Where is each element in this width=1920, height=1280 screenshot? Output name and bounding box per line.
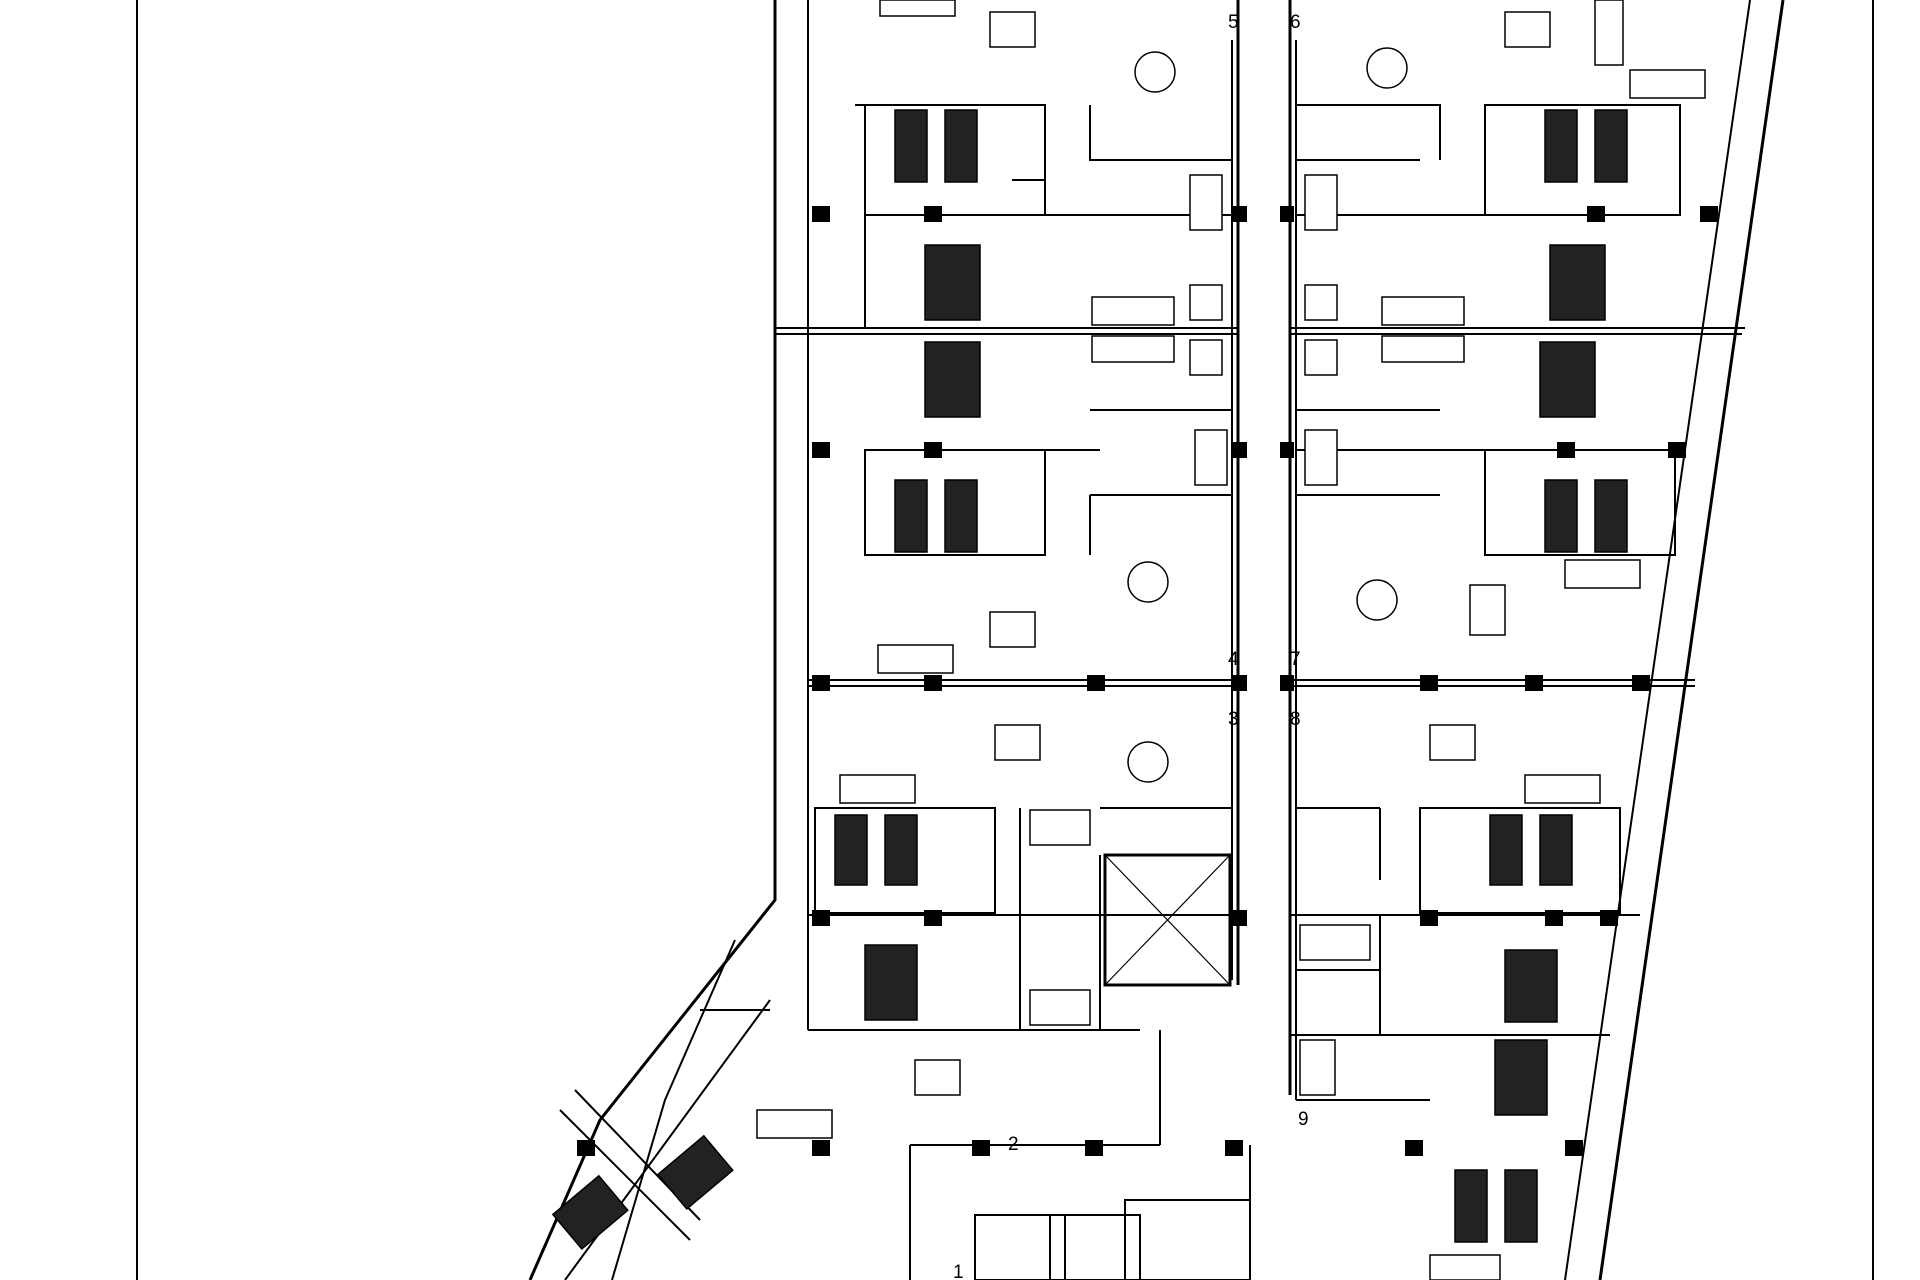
bathroom-fixtures [1029, 174, 1465, 1096]
unit-label-4: 4 [1228, 649, 1239, 670]
interior-walls [559, 104, 1681, 1280]
unit-label-1: 1 [953, 1262, 964, 1280]
bed-furniture [551, 109, 1628, 1250]
unit-labels: 1 2 3 4 5 6 7 8 9 [953, 12, 1309, 1280]
sofa-furniture [756, 0, 1706, 1280]
unit-label-2: 2 [1008, 1134, 1019, 1155]
unit-label-3: 3 [1228, 709, 1239, 730]
unit-label-6: 6 [1290, 12, 1301, 33]
exterior-walls [528, 0, 1785, 1280]
dining-tables [914, 11, 1551, 1096]
sheet-frame [136, 0, 1874, 1280]
unit-divider-walls [775, 327, 1745, 1036]
unit-label-9: 9 [1298, 1109, 1309, 1130]
unit-label-7: 7 [1290, 649, 1301, 670]
corridor-walls [1231, 0, 1297, 1100]
unit-label-5: 5 [1228, 12, 1239, 33]
structural-columns [577, 206, 1718, 1156]
unit-label-8: 8 [1290, 709, 1301, 730]
